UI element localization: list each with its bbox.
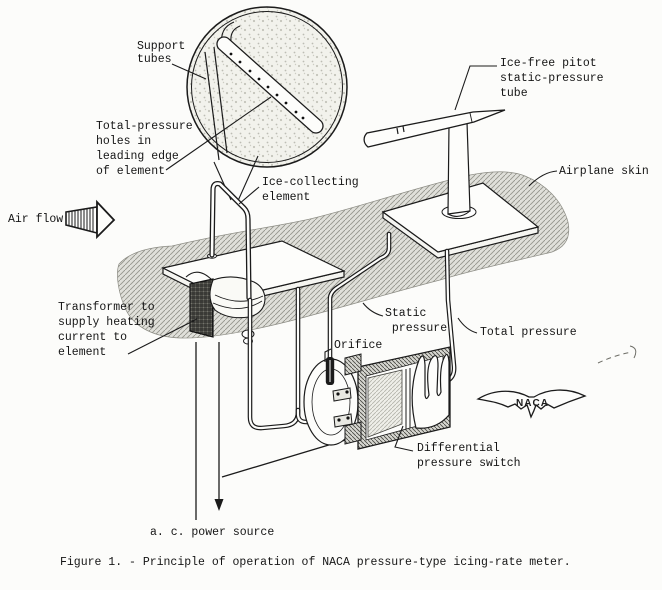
label-total-pressure: Total pressure xyxy=(480,326,577,339)
label-ice-free-pitot: Ice-free pitot static-pressure tube xyxy=(500,57,604,100)
naca-logo-text: NACA xyxy=(516,398,549,409)
figure-caption: Figure 1. - Principle of operation of NA… xyxy=(60,556,571,569)
stray-pencil-mark xyxy=(597,345,637,364)
magnified-element-inset xyxy=(186,6,348,204)
label-ice-collecting-element: Ice-collecting element xyxy=(262,176,359,204)
label-air-flow: Air flow xyxy=(8,213,64,226)
pitot-tube xyxy=(363,109,506,217)
label-orifice: Orifice xyxy=(334,339,383,352)
label-static-pressure: Static pressure xyxy=(385,307,448,335)
label-support-tubes: Support tubes xyxy=(137,40,186,66)
label-transformer: Transformer to supply heating current to… xyxy=(58,301,155,359)
naca-wings-icon xyxy=(476,389,587,419)
power-arrow-icon xyxy=(214,499,224,511)
bellows xyxy=(411,353,450,429)
label-differential-pressure-switch: Differential pressure switch xyxy=(417,442,521,470)
label-airplane-skin: Airplane skin xyxy=(559,165,649,178)
label-ac-power-source: a. c. power source xyxy=(150,526,275,539)
leader-lines xyxy=(127,63,558,452)
magnified-ice-element-tube xyxy=(216,36,324,134)
air-flow-arrow-icon xyxy=(65,199,116,240)
label-total-pressure-holes: Total-pressure holes in leading edge of … xyxy=(96,120,193,178)
differential-pressure-switch xyxy=(303,346,451,450)
total-pressure-holes-dots xyxy=(229,52,305,120)
orifice xyxy=(325,357,335,385)
